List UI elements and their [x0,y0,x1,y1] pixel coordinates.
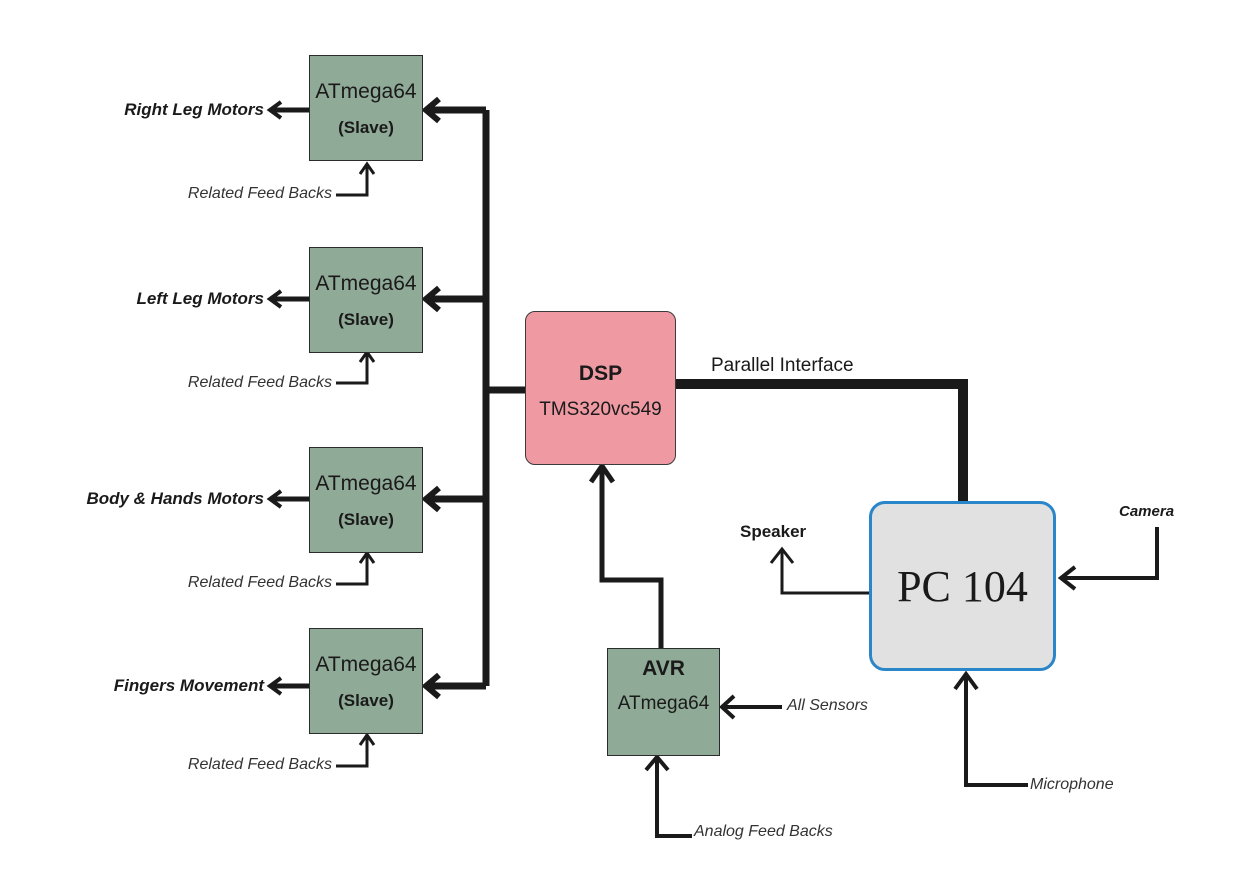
slave-chip-label: ATmega64 [315,80,417,103]
feedback-4-wire [336,736,369,768]
dsp-model: TMS320vc549 [539,399,662,420]
slave-role-label: (Slave) [338,310,394,329]
analog-feedbacks-wire [655,758,692,838]
output-label-body-hands: Body & Hands Motors [86,489,264,508]
speaker-wire [780,550,869,595]
body-hands-arrowhead [266,489,283,509]
camera-wire [1062,527,1159,580]
dsp-title: DSP [578,362,623,385]
feedback-label-2: Related Feed Backs [187,374,332,391]
analog-feedbacks-arrowhead [644,753,670,772]
avr-to-dsp-wire [599,468,664,648]
feedback-1-arrowhead [358,161,376,175]
feedback-label-3: Related Feed Backs [187,574,332,591]
feedback-2-wire [336,353,369,385]
slave-2-arrowhead [421,285,441,313]
slave-role-label: (Slave) [338,118,394,137]
avr-box: AVR ATmega64 [607,648,720,756]
slave-chip-label: ATmega64 [315,472,417,495]
camera-label: Camera [1119,503,1175,520]
feedback-4-arrowhead [358,732,376,746]
slave-mcu-box-1: ATmega64 (Slave) [309,55,423,161]
dsp-box: DSP TMS320vc549 [525,311,676,465]
right-leg-arrowhead [266,100,283,120]
pc104-box: PC 104 [869,501,1056,671]
speaker-label: Speaker [740,522,807,541]
slave-chip-label: ATmega64 [315,272,417,295]
slave-chip-label: ATmega64 [315,653,417,676]
fingers-arrowhead [266,676,283,696]
all-sensors-label: All Sensors [787,697,868,714]
feedback-1-wire [336,165,369,197]
slave-1-arrowhead [421,96,441,124]
pc104-title: PC 104 [897,562,1028,611]
parallel-interface-label: Parallel Interface [711,355,854,376]
feedback-label-1: Related Feed Backs [187,185,332,202]
slave-role-label: (Slave) [338,510,394,529]
left-leg-arrowhead [266,289,283,309]
slave-3-arrowhead [421,485,441,513]
speaker-arrowhead [769,546,795,564]
output-label-right-leg: Right Leg Motors [124,100,264,119]
slave-mcu-box-2: ATmega64 (Slave) [309,247,423,353]
output-label-left-leg: Left Leg Motors [136,289,265,308]
feedback-label-4: Related Feed Backs [187,756,332,773]
all-sensors-arrowhead [719,694,736,720]
microphone-label: Microphone [1030,776,1114,793]
slave-mcu-box-4: ATmega64 (Slave) [309,628,423,734]
avr-title: AVR [642,657,685,680]
camera-arrowhead [1057,565,1077,591]
analog-feedbacks-label: Analog Feed Backs [694,823,833,840]
slave-role-label: (Slave) [338,691,394,710]
slave-4-arrowhead [421,672,441,700]
output-label-fingers: Fingers Movement [113,676,264,695]
avr-to-dsp-arrowhead [588,461,616,484]
slave-mcu-box-3: ATmega64 (Slave) [309,447,423,553]
avr-chip: ATmega64 [617,693,710,714]
feedback-3-wire [336,554,369,586]
parallel-interface-wire [676,379,968,501]
microphone-arrowhead [953,670,979,691]
feedback-3-arrowhead [358,550,376,564]
microphone-wire [964,675,1028,787]
